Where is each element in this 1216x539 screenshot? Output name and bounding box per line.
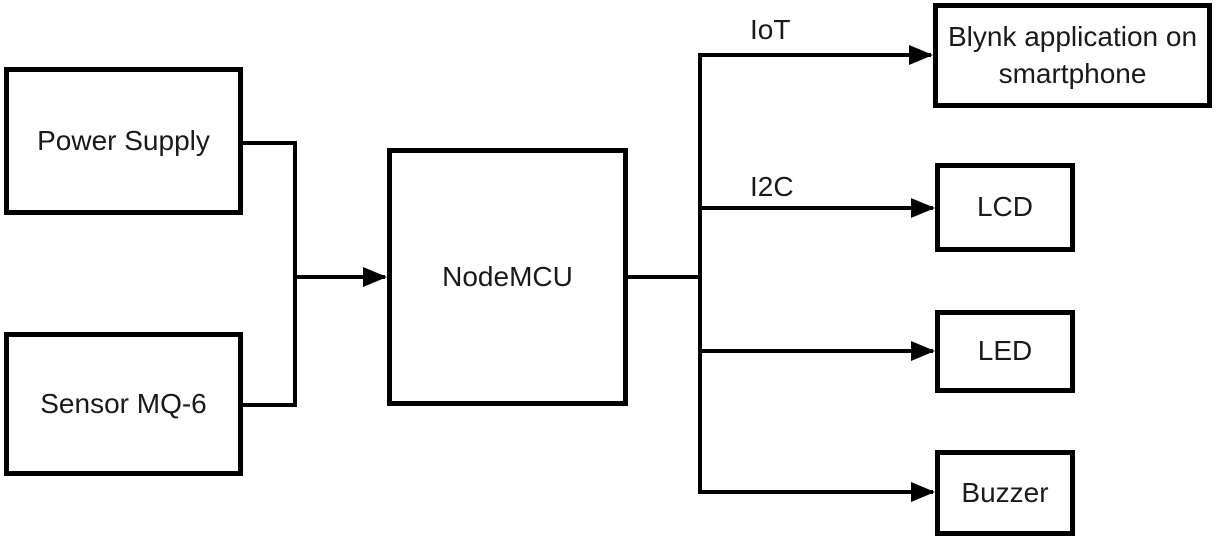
node-buzzer: Buzzer bbox=[935, 450, 1075, 536]
node-sensor-mq6: Sensor MQ-6 bbox=[4, 332, 243, 476]
node-nodemcu: NodeMCU bbox=[387, 148, 628, 406]
edge-label-iot: IoT bbox=[750, 14, 791, 45]
node-lcd: LCD bbox=[935, 163, 1075, 252]
node-power-supply-label: Power Supply bbox=[37, 124, 210, 156]
node-led: LED bbox=[935, 310, 1075, 393]
node-nodemcu-label: NodeMCU bbox=[442, 260, 573, 292]
node-led-label: LED bbox=[977, 335, 1033, 367]
node-power-supply: Power Supply bbox=[4, 67, 243, 215]
node-sensor-mq6-label: Sensor MQ-6 bbox=[40, 387, 207, 419]
node-blynk-application-label: Blynk application on smartphone bbox=[947, 21, 1198, 89]
node-blynk-application: Blynk application on smartphone bbox=[933, 3, 1212, 108]
edge-label-i2c: I2C bbox=[750, 171, 794, 202]
node-lcd-label: LCD bbox=[976, 191, 1033, 223]
node-buzzer-label: Buzzer bbox=[961, 476, 1049, 508]
